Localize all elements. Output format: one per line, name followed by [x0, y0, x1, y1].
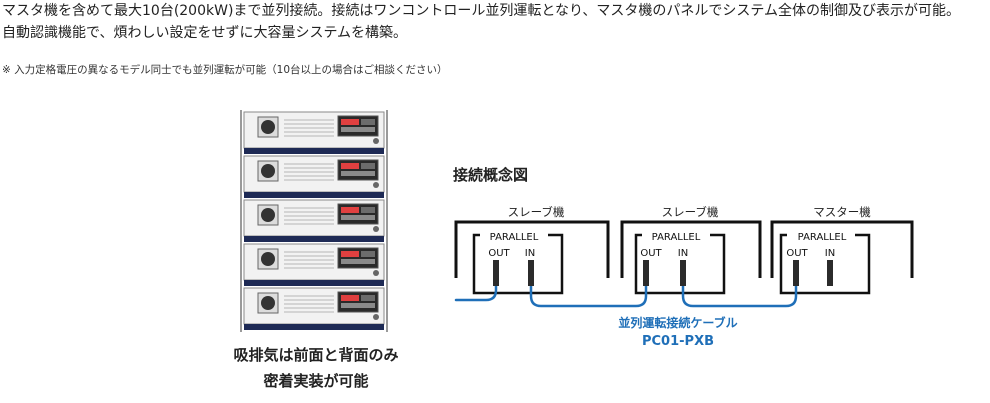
out-port-2: [643, 260, 649, 286]
out-label-3: OUT: [786, 248, 808, 259]
out-port-3: [793, 260, 799, 286]
base-strip: [244, 324, 384, 330]
display-segment: [341, 215, 375, 220]
display-led: [341, 163, 359, 169]
unit-frame-3: [770, 220, 914, 278]
cable-in-left: [454, 262, 498, 302]
rack-caption: 吸排気は前面と背面のみ 密着実装が可能: [196, 342, 436, 394]
display-segment: [361, 207, 375, 213]
fan-hub-icon: [261, 164, 275, 178]
display-segment: [361, 251, 375, 257]
knob-icon: [373, 314, 379, 320]
intro-line-2: 自動認識機能で、煩わしい設定をせずに大容量システムを構築。: [2, 25, 408, 41]
intro-text: マスタ機を含めて最大10台(200kW)まで並列接続。接続はワンコントロール並列…: [2, 0, 988, 44]
knob-icon: [373, 270, 379, 276]
out-label-2: OUT: [640, 248, 662, 259]
in-port-2: [680, 260, 686, 286]
display-led: [341, 251, 359, 257]
rack-caption-line-2: 密着実装が可能: [263, 372, 369, 390]
unit-label-2: スレーブ機: [662, 205, 719, 219]
display-segment: [341, 127, 375, 132]
parallel-label-3: PARALLEL: [798, 232, 847, 243]
base-strip: [244, 192, 384, 198]
display-segment: [341, 171, 375, 176]
cable-2-3: [681, 262, 798, 308]
parallel-cables: [454, 262, 798, 308]
parallel-label-1: PARALLEL: [490, 232, 539, 243]
unit-label-1: スレーブ機: [508, 205, 565, 219]
unit-frame-2: [620, 220, 762, 278]
out-label-1: OUT: [488, 248, 510, 259]
knob-icon: [373, 182, 379, 188]
cable-1-2: [529, 262, 648, 308]
knob-icon: [373, 226, 379, 232]
cable-model: PC01-PXB: [642, 334, 714, 349]
base-strip: [244, 280, 384, 286]
fan-hub-icon: [261, 120, 275, 134]
rack-image: [238, 110, 390, 332]
unit-label-3: マスター機: [813, 205, 871, 219]
fan-hub-icon: [261, 296, 275, 310]
knob-icon: [373, 138, 379, 144]
connection-diagram: 接続概念図 スレーブ機 PARALLEL OUT IN スレーブ機 PARALL…: [450, 160, 920, 360]
fan-hub-icon: [261, 208, 275, 222]
in-label-2: IN: [678, 248, 688, 259]
out-port-1: [493, 260, 499, 286]
in-label-1: IN: [525, 248, 535, 259]
display-segment: [341, 303, 375, 308]
display-segment: [361, 295, 375, 301]
parallel-label-2: PARALLEL: [652, 232, 701, 243]
intro-line-1: マスタ機を含めて最大10台(200kW)まで並列接続。接続はワンコントロール並列…: [2, 3, 961, 19]
cable-name: 並列運転接続ケーブル: [618, 315, 737, 330]
display-led: [341, 207, 359, 213]
diagram-title: 接続概念図: [453, 166, 529, 184]
display-segment: [341, 259, 375, 264]
rack-caption-line-1: 吸排気は前面と背面のみ: [233, 346, 399, 364]
note-text: ※ 入力定格電圧の異なるモデル同士でも並列運転が可能（10台以上の場合はご相談く…: [2, 64, 448, 76]
diagram-svg: スレーブ機 PARALLEL OUT IN スレーブ機 PARALLEL OUT…: [454, 205, 914, 349]
display-led: [341, 119, 359, 125]
display-segment: [361, 119, 375, 125]
rack-illustration: [240, 110, 388, 332]
base-strip: [244, 236, 384, 242]
in-port-3-unused: [827, 260, 833, 286]
in-label-3: IN: [825, 248, 835, 259]
display-segment: [361, 163, 375, 169]
fan-hub-icon: [261, 252, 275, 266]
display-led: [341, 295, 359, 301]
unit-frame-1: [454, 220, 610, 278]
base-strip: [244, 148, 384, 154]
parallel-panel-1: [472, 233, 564, 295]
